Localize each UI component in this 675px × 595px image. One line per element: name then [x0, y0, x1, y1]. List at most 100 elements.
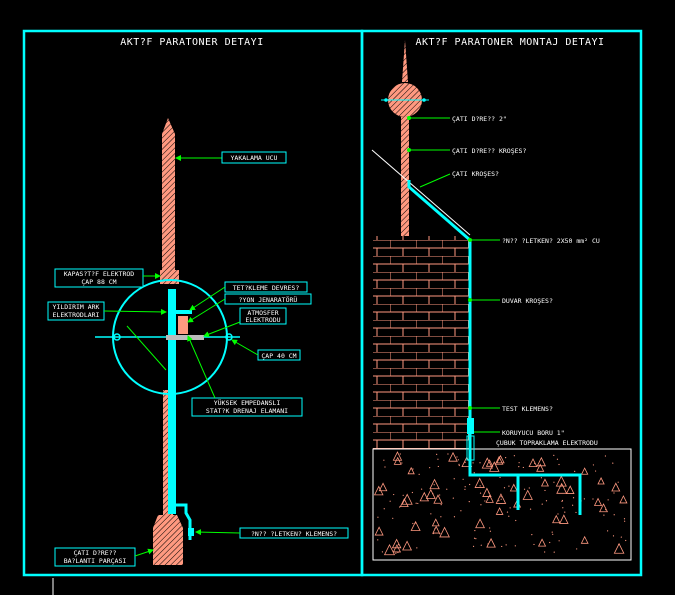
- soil-grain: [531, 533, 533, 536]
- soil-grain: [401, 462, 403, 464]
- left-panel-title: AKT?F PARATONER DETAYI: [120, 37, 263, 48]
- soil-grain: [479, 492, 482, 494]
- soil-grain: [464, 486, 466, 488]
- soil-grain: [395, 552, 397, 554]
- svg-text:TET?KLEME DEVRES?: TET?KLEME DEVRES?: [233, 284, 300, 292]
- soil-stone: [392, 544, 402, 553]
- right-panel-title: AKT?F PARATONER MONTAJ DETAYI: [415, 37, 604, 48]
- soil-grain: [472, 545, 475, 548]
- soil-stone: [555, 475, 567, 487]
- soil-grain: [392, 517, 394, 519]
- soil-grain: [514, 545, 516, 547]
- label-catch-tip: YAKALAMA UCU: [175, 151, 287, 164]
- soil-grain: [545, 500, 548, 502]
- brick-wall: [373, 236, 470, 449]
- soil-grain: [505, 544, 507, 546]
- svg-text:?N?? ?LETKEN? KLEMENS?: ?N?? ?LETKEN? KLEMENS?: [251, 530, 337, 538]
- soil-grain: [433, 484, 435, 486]
- soil-grain: [480, 504, 482, 506]
- soil-grain: [592, 464, 595, 466]
- soil-stone: [393, 456, 402, 465]
- soil-stone: [597, 477, 605, 485]
- soil-stone: [580, 535, 589, 544]
- soil-grain: [437, 465, 439, 468]
- soil-grain: [553, 454, 555, 456]
- svg-text:BA?LANTI PARÇASI: BA?LANTI PARÇASI: [64, 557, 127, 565]
- soil-stone: [429, 478, 440, 490]
- soil-grain: [564, 511, 566, 513]
- svg-text:YÜKSEK EMPEDANSLI: YÜKSEK EMPEDANSLI: [214, 398, 281, 407]
- soil-grain: [458, 463, 460, 465]
- soil-grain: [468, 501, 470, 503]
- soil-grain: [393, 493, 395, 496]
- soil-grain: [412, 522, 414, 525]
- label-static-drainage: YÜKSEK EMPEDANSLI STAT?K DRENAJ ELAMANI: [187, 335, 303, 417]
- soil-grain: [508, 515, 510, 517]
- soil-grain: [432, 493, 434, 495]
- soil-grain: [479, 485, 481, 487]
- soil-grain: [453, 478, 455, 480]
- soil-grain: [498, 500, 500, 502]
- soil-stone: [613, 542, 625, 554]
- soil-grain: [414, 522, 417, 524]
- soil-grain: [389, 500, 391, 502]
- soil-grain: [420, 488, 423, 490]
- soil-grain: [518, 462, 520, 464]
- left-electrode-node: [113, 333, 121, 341]
- soil-stone: [528, 458, 538, 468]
- soil-stone: [475, 518, 486, 529]
- svg-text:ÇATI D?RE?? 2": ÇATI D?RE?? 2": [452, 115, 507, 123]
- svg-text:TEST KLEMENS?: TEST KLEMENS?: [502, 405, 553, 413]
- svg-text:ÇAP 40 CM: ÇAP 40 CM: [261, 352, 296, 360]
- label-atmospheric-electrode: ATMOSFER ELEKTRODU: [203, 307, 287, 337]
- soil-stone: [509, 483, 518, 492]
- soil-stone: [485, 459, 494, 467]
- soil-stone: [407, 466, 415, 475]
- soil-grain: [551, 531, 553, 533]
- conductor-core: [168, 289, 176, 514]
- soil-grain: [500, 498, 502, 500]
- label-trigger-circuit: TET?KLEME DEVRES?: [189, 281, 308, 311]
- svg-text:KAPAS?T?F ELEKTROD: KAPAS?T?F ELEKTROD: [64, 270, 135, 278]
- svg-text:ÇAP 88 CM: ÇAP 88 CM: [81, 278, 116, 286]
- down-conductor-stub: [176, 503, 192, 540]
- label-down-conductor-clamp: ?N?? ?LETKEN? KLEMENS?: [195, 527, 349, 539]
- label-lightning-electrodes: YILDIRIM ARK ELEKTRODLARI: [47, 301, 167, 321]
- soil-grain: [501, 545, 503, 548]
- soil-grain: [574, 470, 576, 472]
- label-roof-mast-clamp: ÇATI D?RE?? KROŞES?: [409, 147, 526, 155]
- soil-stone: [593, 497, 603, 506]
- capacitive-electrode: [160, 270, 179, 284]
- svg-text:ÇATI D?RE??: ÇATI D?RE??: [73, 549, 116, 557]
- svg-text:KORUYUCU BORU 1": KORUYUCU BORU 1": [502, 429, 565, 437]
- soil-grain: [472, 462, 474, 464]
- soil-grain: [549, 541, 551, 544]
- ion-generator: [178, 316, 188, 334]
- soil-grain: [553, 481, 555, 483]
- right-electrode-node: [225, 333, 233, 341]
- clamp-block: [188, 528, 194, 536]
- soil-stone: [474, 477, 485, 488]
- soil-grain: [480, 544, 482, 546]
- soil-stone: [439, 526, 450, 538]
- soil-grain: [607, 530, 609, 532]
- soil-grain: [429, 467, 431, 469]
- label-test-clamp: TEST KLEMENS?: [470, 405, 553, 413]
- soil-grain: [397, 544, 400, 546]
- soil-grain: [541, 503, 543, 505]
- soil-stone: [580, 467, 589, 475]
- soil-grain: [540, 477, 542, 479]
- soil-stone: [391, 538, 402, 549]
- soil-stone: [552, 514, 561, 524]
- soil-stone: [611, 482, 621, 492]
- soil-grain: [397, 551, 399, 554]
- label-diameter: ÇAP 40 CM: [231, 339, 301, 361]
- label-roof-mast: ÇATI D?RE?? 2": [409, 115, 507, 123]
- soil-grain: [447, 453, 449, 455]
- soil-grain: [518, 466, 520, 468]
- label-capacitive-electrode: KAPAS?T?F ELEKTROD ÇAP 88 CM: [54, 268, 161, 288]
- label-left-diagonal: [126, 325, 167, 371]
- soil-grain: [488, 492, 490, 494]
- svg-text:STAT?K DRENAJ ELAMANI: STAT?K DRENAJ ELAMANI: [206, 407, 288, 415]
- soil-stone: [433, 494, 443, 504]
